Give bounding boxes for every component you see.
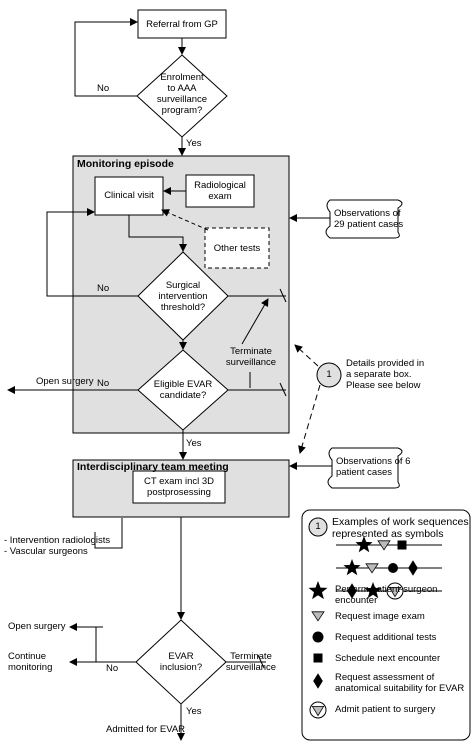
legend-number: 1 [315, 521, 321, 532]
edge-surgical-no-loop [46, 208, 138, 297]
seq2-diamond-icon [408, 560, 418, 576]
legend-symbols [308, 581, 328, 719]
terminate-tick-3 [257, 654, 265, 669]
terminate-tick-2 [279, 382, 287, 397]
edge-label-no-1: No [97, 83, 110, 94]
legend-item-admit: Admit patient to surgery [335, 704, 436, 715]
details-number-circle [316, 362, 342, 388]
seq3-star-icon [364, 582, 382, 599]
open-surgery-2-label: Open surgery [8, 621, 66, 632]
edge-other-tests-dashed [161, 209, 209, 231]
seq1-square-icon [397, 540, 407, 550]
admitted-label: Admitted for EVAR [106, 724, 186, 735]
edge-label-yes-3: Yes [186, 706, 202, 717]
terminate-tick-1 [279, 288, 287, 303]
edge-label-yes-1: Yes [186, 138, 202, 149]
team-bracket [94, 518, 123, 549]
edge-label-no-3: No [97, 378, 110, 389]
edge-details-up [294, 344, 319, 367]
legend-item-image-exam: Request image exam [335, 611, 425, 622]
seq2-circle-icon [388, 563, 398, 573]
ct-exam-box [132, 470, 226, 504]
clinical-visit-label: Clinical visit [104, 190, 154, 201]
edge-terminate-arrow [241, 298, 269, 345]
seq1-triangle-icon [377, 540, 391, 551]
seq3-admit-icon [386, 582, 404, 600]
edge-label-no-4: No [106, 663, 119, 674]
details-number: 1 [326, 369, 332, 380]
legend-number-circle [308, 517, 328, 537]
referral-label: Referral from GP [146, 19, 218, 30]
diamond-icon [313, 673, 323, 689]
seq1-star-icon [355, 536, 373, 553]
open-surgery-1-label: Open surgery [36, 376, 94, 387]
square-icon [313, 653, 323, 663]
edge-clinical-surgical [128, 215, 187, 252]
triangle-in-circle-icon [309, 701, 327, 719]
clinical-visit-box [94, 176, 164, 216]
edge-label-yes-2: Yes [186, 438, 202, 449]
circle-icon [312, 631, 324, 643]
seq2-triangle-icon [365, 563, 379, 574]
team-members-label: - Intervention radiologists- Vascular su… [4, 535, 111, 557]
other-tests-label: Other tests [213, 243, 261, 254]
observations-29-doc [325, 199, 403, 239]
seq2-star-icon [343, 559, 361, 576]
legend-item-next-encounter: Schedule next encounter [335, 653, 441, 664]
edge-details-down [298, 384, 321, 454]
observations-6-doc [327, 447, 403, 489]
monitoring-episode-title: Monitoring episode [77, 158, 174, 170]
edge-label-no-2: No [97, 283, 110, 294]
seq3-diamond-icon [347, 583, 357, 599]
triangle-down-icon [311, 611, 325, 622]
edge-enrolment-no [74, 18, 138, 97]
star-icon [308, 581, 328, 600]
legend-item-additional-tests: Request additional tests [335, 632, 437, 643]
legend-sequences [336, 536, 442, 600]
edge-evar-no [95, 626, 136, 663]
other-tests-box [204, 227, 270, 269]
team-meeting-title: Interdisciplinary team meeting [77, 461, 229, 473]
